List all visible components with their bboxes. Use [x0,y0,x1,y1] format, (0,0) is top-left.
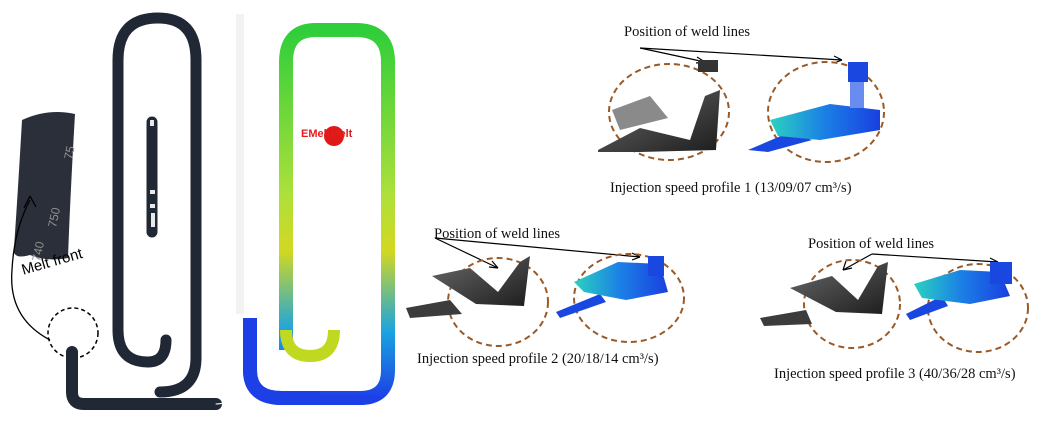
melt-front-circle [47,307,99,359]
simulation-edge-shade [236,14,244,314]
profile-2-weld-label: Position of weld lines [434,226,561,242]
specimen-white-marks [150,120,155,227]
profile-2-caption: Injection speed profile 2 (20/18/14 cm³/… [417,351,659,367]
engraving-75: 75 [61,144,78,160]
simulation-flow-path [243,23,395,405]
profile-2-illustration [406,237,685,347]
profile-1-weld-label: Position of weld lines [624,24,751,40]
profile-1-caption: Injection speed profile 1 (13/09/07 cm³/… [610,180,852,196]
profile-3-illustration [760,253,1029,353]
profile-1-illustration [598,47,885,163]
melt-marker [324,126,344,146]
profile-3-weld-label: Position of weld lines [808,236,935,252]
engraving-750: 750 [45,206,63,229]
profile-3-caption: Injection speed profile 3 (40/36/28 cm³/… [774,366,1016,382]
specimen-fragment: 750 740 75 [13,112,78,263]
specimen-serpentine-photo [66,12,237,410]
simulation-marker-label: EMeltMelt [301,128,353,140]
engraving-740: 740 [29,240,47,263]
melt-front-arrow [11,195,51,341]
